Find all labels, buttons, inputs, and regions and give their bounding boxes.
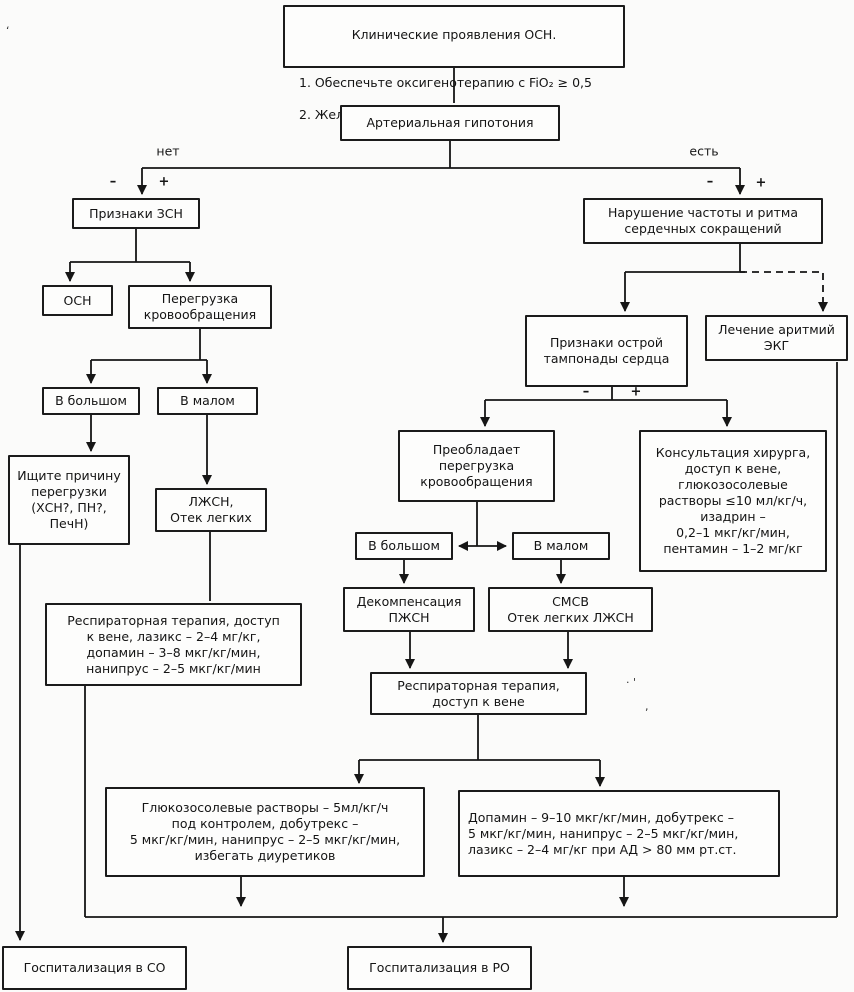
node-in-small-circle-left: В малом (157, 387, 258, 415)
node-respiratory-therapy-left: Респираторная терапия, доступ к вене, ла… (45, 603, 302, 686)
node-osn: ОСН (42, 285, 113, 316)
sign-plus: + (630, 384, 642, 400)
node-find-overload-cause: Ищите причину перегрузки (ХСН?, ПН?, Печ… (8, 455, 130, 545)
sign-plus: + (158, 174, 170, 190)
scan-artifact: , (645, 700, 649, 713)
node-rhythm-disturbance: Нарушение частоты и ритма сердечных сокр… (583, 198, 823, 244)
node-cardiac-tamponade-signs: Признаки острой тампонады сердца (525, 315, 688, 387)
node-respiratory-therapy-center: Респираторная терапия, доступ к вене (370, 672, 587, 715)
sign-minus: – (582, 384, 590, 400)
node-zsn-signs: Признаки ЗСН (72, 198, 200, 229)
node-circulation-overload: Перегрузка кровообращения (128, 285, 272, 329)
node-hospitalization-so: Госпитализация в СО (2, 946, 187, 990)
node-in-big-circle-left: В большом (42, 387, 140, 415)
node-surgeon-consultation: Консультация хирурга, доступ к вене, глю… (639, 430, 827, 572)
node-clinical-manifestations: Клинические проявления ОСН. 1. Обеспечьт… (283, 5, 625, 122)
node-hospitalization-ro: Госпитализация в РО (347, 946, 532, 990)
sign-minus: – (109, 174, 117, 190)
node-arrhythmia-treatment-ecg: Лечение аритмий ЭКГ (705, 315, 848, 361)
scan-artifact: ʻ (6, 24, 10, 37)
node-predominant-overload: Преобладает перегрузка кровообращения (398, 430, 555, 502)
node-dopamine-dobutrex: Допамин – 9–10 мкг/кг/мин, добутрекс – 5… (458, 790, 780, 877)
node-clinical-item1: 1. Обеспечьте оксигенотерапию с FiO₂ ≥ 0… (299, 75, 592, 90)
node-smsv-pulmonary-edema: СМСВ Отек легких ЛЖСН (488, 587, 653, 632)
scan-artifact: · ' (626, 676, 637, 689)
node-in-small-circle-mid: В малом (512, 532, 610, 560)
branch-label-yes: есть (689, 143, 719, 159)
node-arterial-hypotension: Артериальная гипотония (340, 105, 560, 141)
branch-label-no: нет (156, 143, 180, 159)
node-lzhsn-pulmonary-edema: ЛЖСН, Отек легких (155, 488, 267, 532)
sign-plus: + (755, 175, 767, 191)
sign-minus: – (706, 174, 714, 190)
node-clinical-title: Клинические проявления ОСН. (351, 27, 557, 42)
node-glucose-saline-solutions: Глюкозосолевые растворы – 5мл/кг/ч под к… (105, 787, 425, 877)
node-in-big-circle-mid: В большом (355, 532, 453, 560)
node-decompensation-pzhsn: Декомпенсация ПЖСН (343, 587, 475, 632)
